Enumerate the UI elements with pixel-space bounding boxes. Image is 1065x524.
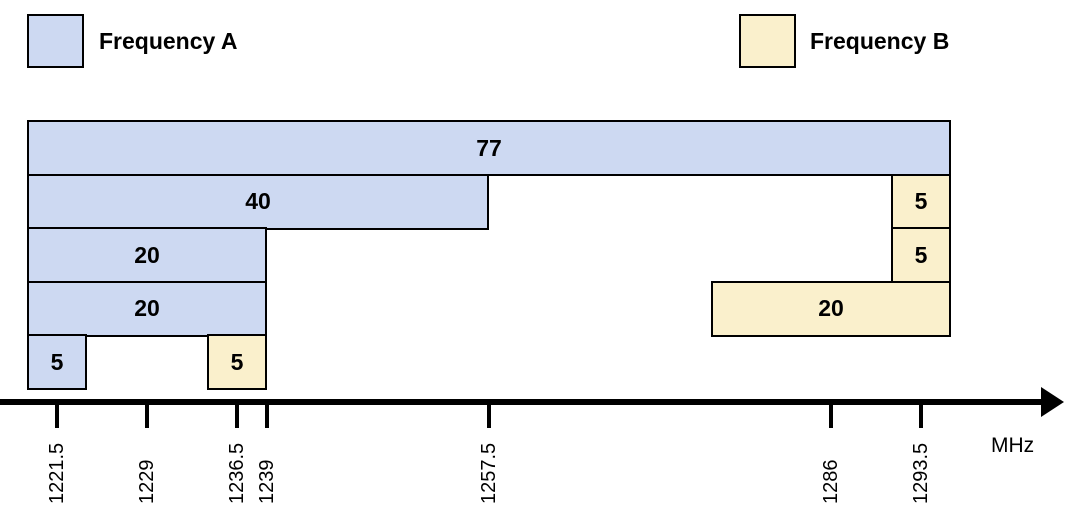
bar-frequency-a-row3-20: 20 <box>27 227 267 283</box>
tick-label-1239: 1239 <box>256 459 278 505</box>
bar-bandwidth-label: 77 <box>476 134 502 161</box>
bar-frequency-a-row5-5: 5 <box>27 334 87 390</box>
bar-frequency-b-row4-20: 20 <box>711 280 951 337</box>
tick-mark-1293.5 <box>919 401 923 428</box>
bar-bandwidth-label: 5 <box>230 348 244 375</box>
tick-mark-1286 <box>829 401 833 428</box>
tick-label-1286: 1286 <box>820 459 842 505</box>
bar-frequency-b-row2-5: 5 <box>891 173 951 230</box>
tick-mark-1221.5 <box>55 401 59 428</box>
axis-unit-label: MHz <box>991 434 1035 457</box>
tick-label-1257.5: 1257.5 <box>478 442 500 504</box>
bar-bandwidth-label: 5 <box>50 348 64 375</box>
legend-frequency-b-swatch <box>739 14 796 68</box>
tick-label-1229: 1229 <box>136 459 158 505</box>
legend-frequency-a-swatch <box>27 14 84 68</box>
tick-mark-1236.5 <box>235 401 239 428</box>
bar-frequency-a-row4-20: 20 <box>27 280 267 337</box>
bar-frequency-a-row2-40: 40 <box>27 173 489 230</box>
tick-mark-1229 <box>145 401 149 428</box>
bar-bandwidth-label: 5 <box>914 188 928 214</box>
frequency-axis-line <box>0 399 1046 405</box>
legend-frequency-a-label: Frequency A <box>99 28 238 54</box>
bar-bandwidth-label: 20 <box>818 295 844 321</box>
bar-frequency-a-row1-77: 77 <box>27 120 951 176</box>
legend-frequency-b-label: Frequency B <box>810 28 950 54</box>
bar-bandwidth-label: 5 <box>914 241 928 268</box>
tick-label-1236.5: 1236.5 <box>226 442 248 504</box>
tick-label-1221.5: 1221.5 <box>46 442 68 504</box>
tick-label-1293.5: 1293.5 <box>910 442 932 504</box>
axis-arrowhead-icon <box>1041 387 1064 417</box>
tick-mark-1239 <box>265 401 269 428</box>
bar-bandwidth-label: 20 <box>134 241 160 268</box>
bar-frequency-b-row3-5: 5 <box>891 227 951 283</box>
bar-bandwidth-label: 20 <box>134 295 160 321</box>
bar-bandwidth-label: 40 <box>245 188 271 214</box>
tick-mark-1257.5 <box>487 401 491 428</box>
bar-frequency-b-row5-5: 5 <box>207 334 267 390</box>
